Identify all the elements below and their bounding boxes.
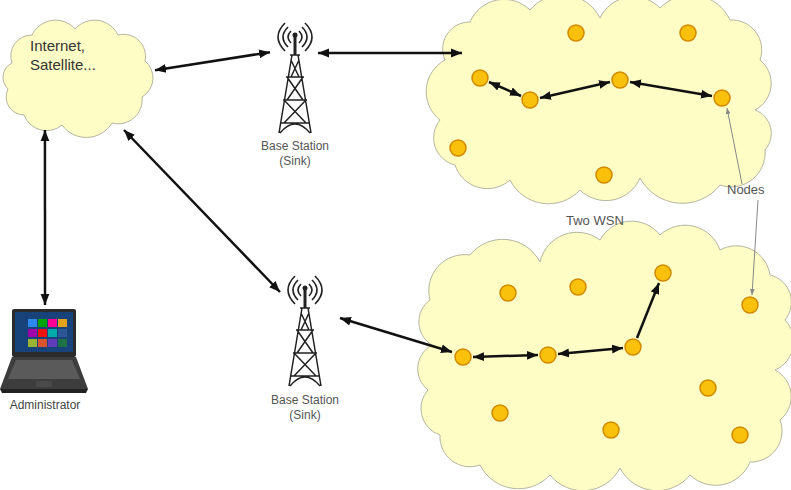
administrator-laptop: Administrator [0, 305, 90, 395]
laptop-symbol [0, 309, 88, 393]
cloud-shape [3, 20, 153, 137]
link-arrow [44, 130, 47, 305]
wsn-cloud [426, 0, 771, 204]
wsn-cloud [418, 221, 791, 490]
leader-lines [727, 108, 758, 295]
free-label: Nodes [727, 182, 765, 197]
base-station: Base Station (Sink) [280, 268, 330, 388]
tower-symbol [288, 276, 322, 386]
multi-hop-links [318, 53, 712, 357]
antenna-tip [303, 286, 308, 291]
link-arrow [124, 130, 280, 292]
link-arrow [155, 52, 270, 70]
base-station: Base Station (Sink) [270, 15, 320, 135]
node-label: Base Station (Sink) [265, 393, 345, 423]
antenna [304, 286, 307, 308]
node-outline [270, 15, 320, 135]
node-outline [0, 305, 90, 395]
antenna [294, 33, 297, 55]
node-label: Internet, Satellite... [30, 37, 120, 75]
antenna-tip [293, 33, 298, 38]
tower-symbol [278, 23, 312, 133]
cloud-node: Internet, Satellite... [0, 25, 155, 130]
free-label: Two WSN [566, 213, 624, 228]
node-label: Administrator [0, 398, 90, 413]
node-label: Base Station (Sink) [255, 139, 335, 169]
node-outline [280, 268, 330, 388]
sensor-nodes [450, 25, 758, 443]
